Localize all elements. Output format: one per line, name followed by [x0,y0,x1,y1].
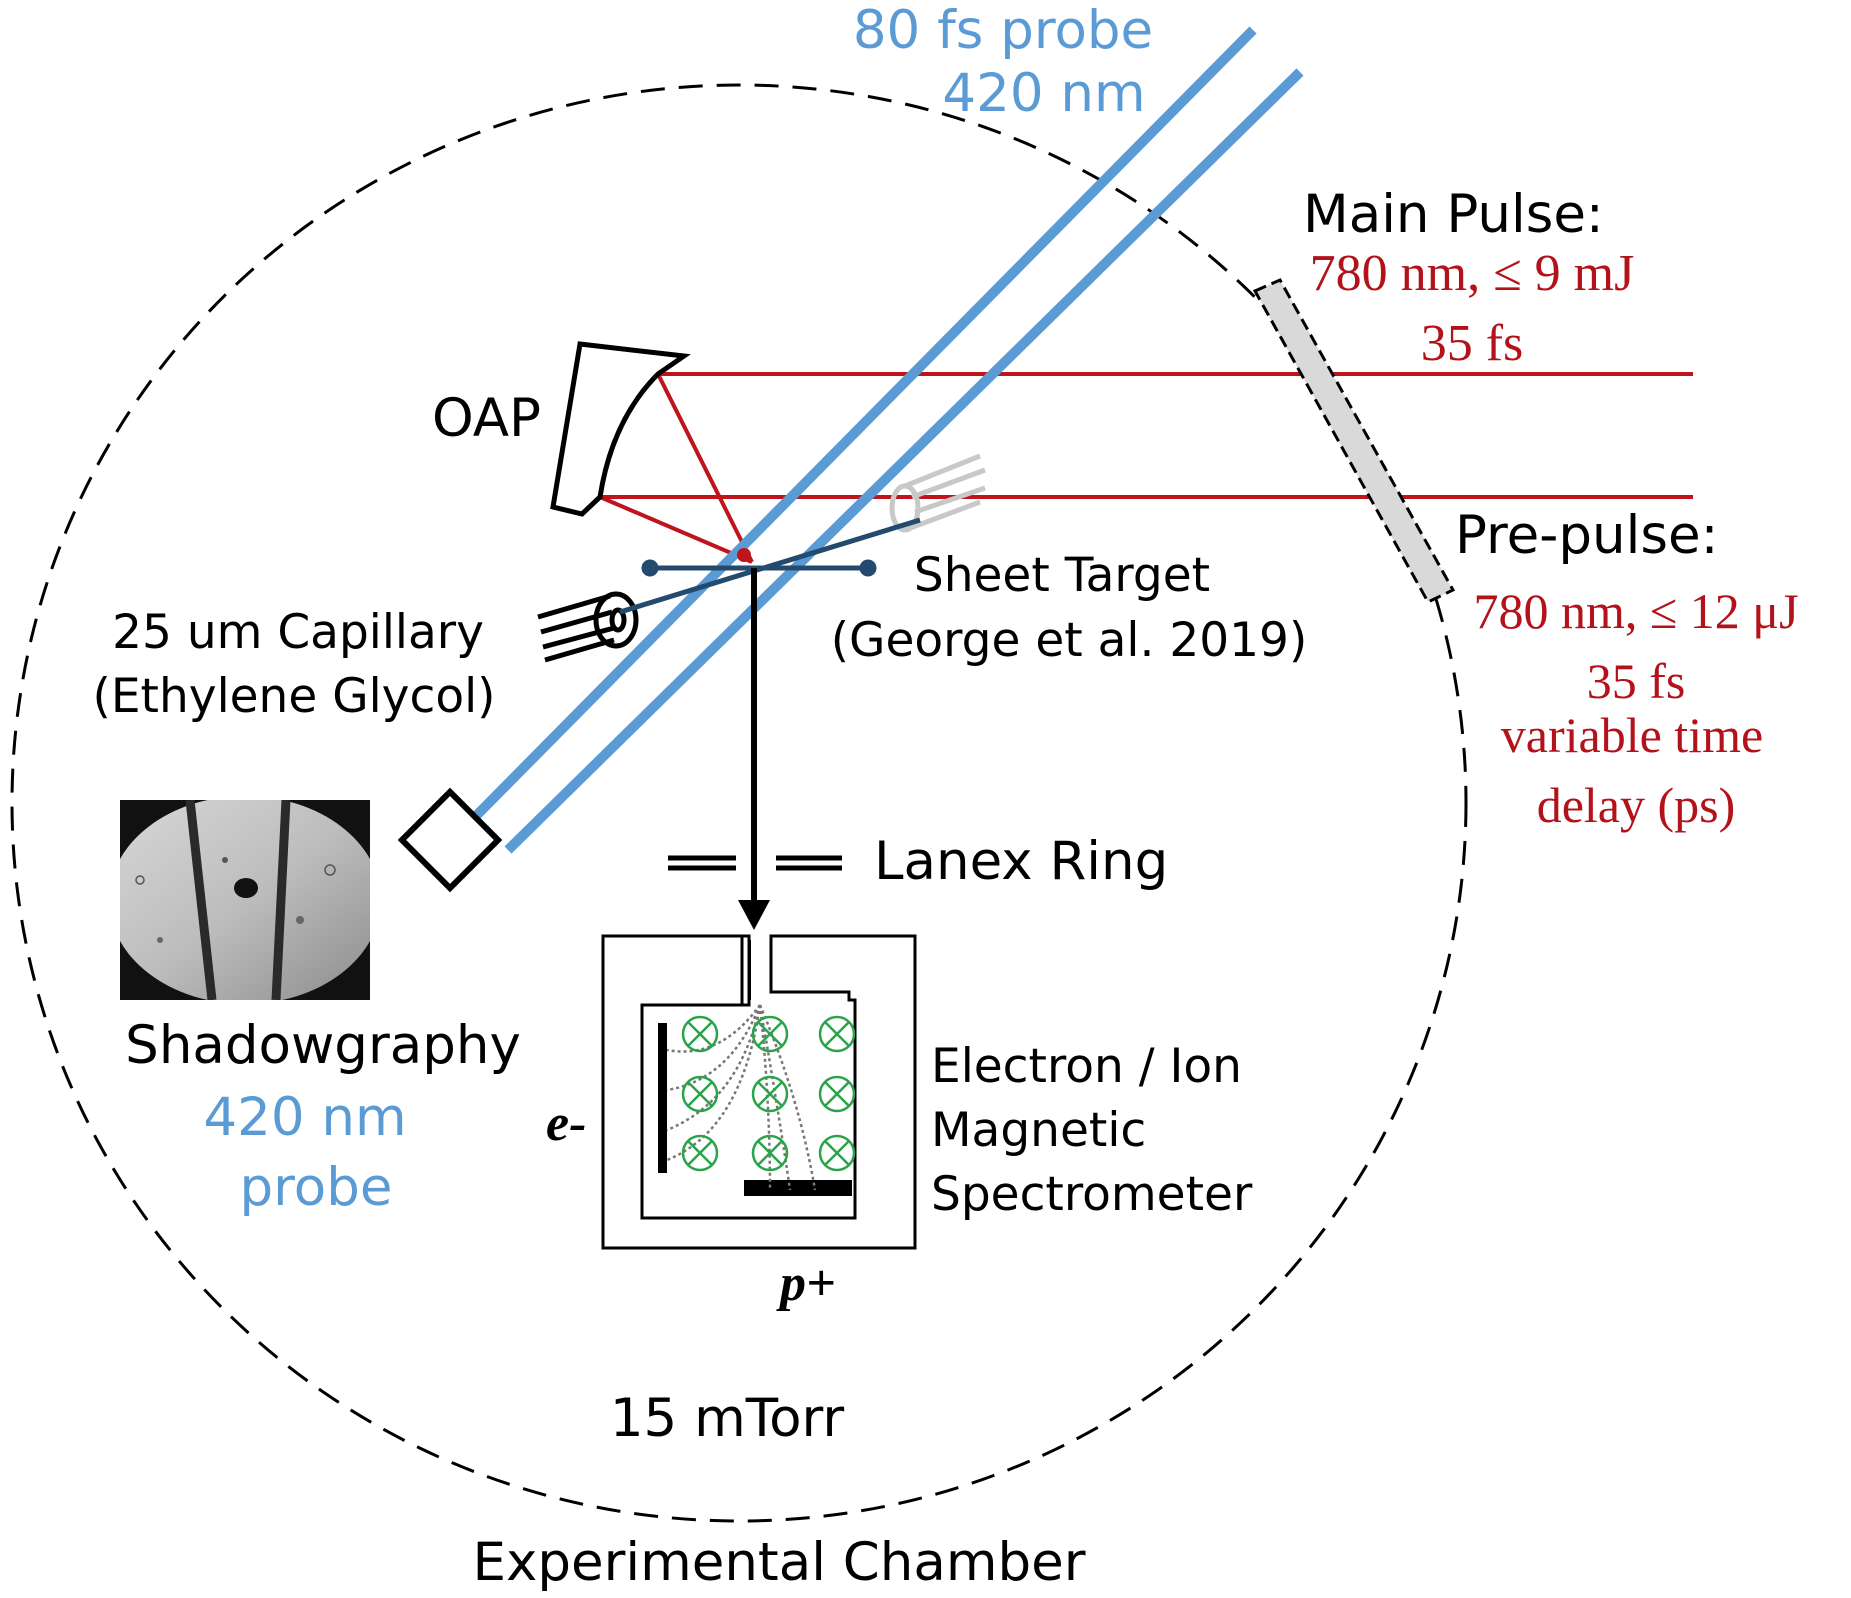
shadowgraphy-camera [397,787,503,893]
shadowgraphy-title: Shadowgraphy [125,1015,521,1076]
proton-output-label: p+ [776,1255,836,1312]
probe-duration-label: 80 fs probe [853,0,1153,61]
field-into-page-icon [751,1015,789,1053]
field-into-page-icon [751,1075,789,1113]
field-into-page-icon [681,1015,719,1053]
capillary-label-line1: 25 um Capillary [112,605,484,660]
capillary-nozzle-icon [537,591,639,663]
lanex-ring [668,855,842,871]
probe-beam-2 [504,68,1304,854]
spectrometer-label-line1: Electron / Ion [931,1039,1242,1094]
field-into-page-icon [681,1134,719,1172]
arrow-head [738,900,770,930]
pre-pulse-duration: 35 fs [1587,653,1686,709]
pre-pulse-delay-line1: variable time [1501,707,1763,763]
oap-mirror [550,341,691,517]
field-into-page-icon [818,1134,856,1172]
interaction-point [737,548,751,562]
field-into-page-icon [818,1015,856,1053]
magnetic-field-markers [681,1015,856,1172]
spectrometer-label-line2: Magnetic [931,1103,1146,1158]
focused-beam-upper [656,373,754,563]
delay-stage-optic [1252,278,1456,604]
oap-label: OAP [432,388,541,449]
sheet-target-label-line2: (George et al. 2019) [831,613,1308,668]
probe-beams [466,26,1304,854]
chamber-title: Experimental Chamber [472,1532,1085,1593]
main-pulse-duration: 35 fs [1421,315,1524,372]
lanex-ring-label: Lanex Ring [874,831,1168,892]
electron-output-label: e- [546,1095,586,1152]
field-into-page-icon [751,1134,789,1172]
chamber-pressure-label: 15 mTorr [610,1388,845,1449]
shadowgraphy-image [120,800,370,1000]
sheet-target [619,517,921,615]
probe-wavelength-label: 420 nm [942,63,1145,124]
particle-trajectories [666,1004,817,1191]
ghost-nozzle-icon [889,453,986,533]
sheet-target-label-line1: Sheet Target [914,548,1210,603]
pre-pulse-spec: 780 nm, ≤ 12 μJ [1473,583,1798,639]
shadowgraphy-wavelength: 420 nm [203,1087,406,1148]
field-into-page-icon [818,1075,856,1113]
main-pulse-title: Main Pulse: [1303,184,1604,245]
focused-beam-lower [599,495,753,564]
magnetic-spectrometer [601,934,917,1250]
spectrometer-label-line3: Spectrometer [931,1167,1253,1222]
pre-pulse-delay-line2: delay (ps) [1537,777,1736,833]
shadowgraphy-probe: probe [240,1157,393,1218]
main-pulse-spec: 780 nm, ≤ 9 mJ [1310,245,1635,302]
probe-beam-1 [466,26,1257,826]
electron-detector [658,1023,667,1173]
ion-detector [744,1180,852,1196]
vacuum-chamber-boundary [10,83,1468,1523]
pre-pulse-title: Pre-pulse: [1455,505,1718,566]
laser-beams [599,372,1693,564]
field-into-page-icon [681,1075,719,1113]
capillary-label-line2: (Ethylene Glycol) [93,669,496,724]
